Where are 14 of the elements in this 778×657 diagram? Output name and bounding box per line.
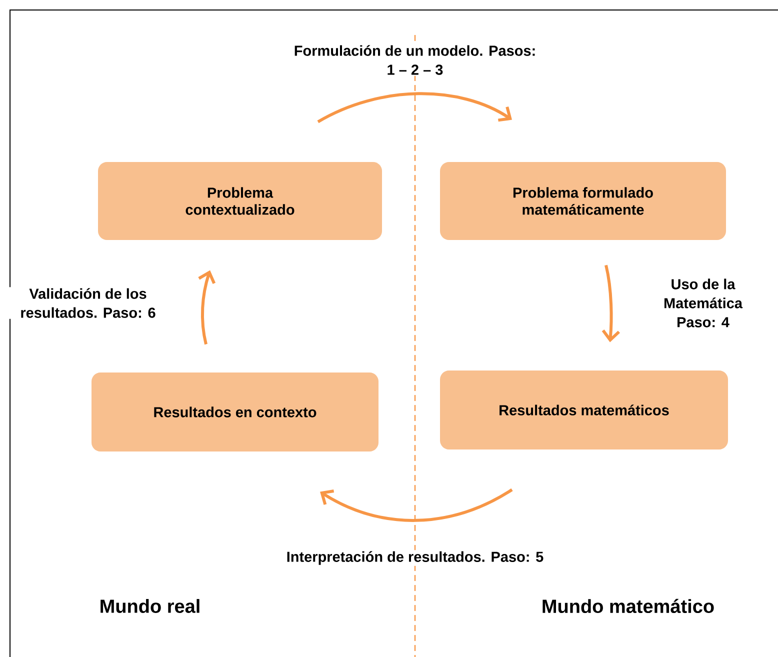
process-box: Problema contextualizado [98,162,382,240]
edge-label: Uso de la Matemática Paso: 4 [664,278,743,328]
process-box: Resultados en contexto [92,372,378,452]
edge-label: Interpretación de resultados. Paso: 5 [287,551,544,565]
region-label: Mundo matemático [542,598,714,614]
arrow [320,488,513,522]
process-box: Problema formulado matemáticamente [440,162,726,240]
edge-label: Validación de los resultados. Paso: 6 [21,288,156,318]
edge-label: Formulación de un modelo. Pasos: 1 – 2 – 3 [294,45,535,75]
arrow [198,270,216,345]
region-label: Mundo real [100,599,200,613]
arrow [317,92,512,124]
arrow [602,264,620,342]
process-box: Resultados matemáticos [440,370,728,450]
